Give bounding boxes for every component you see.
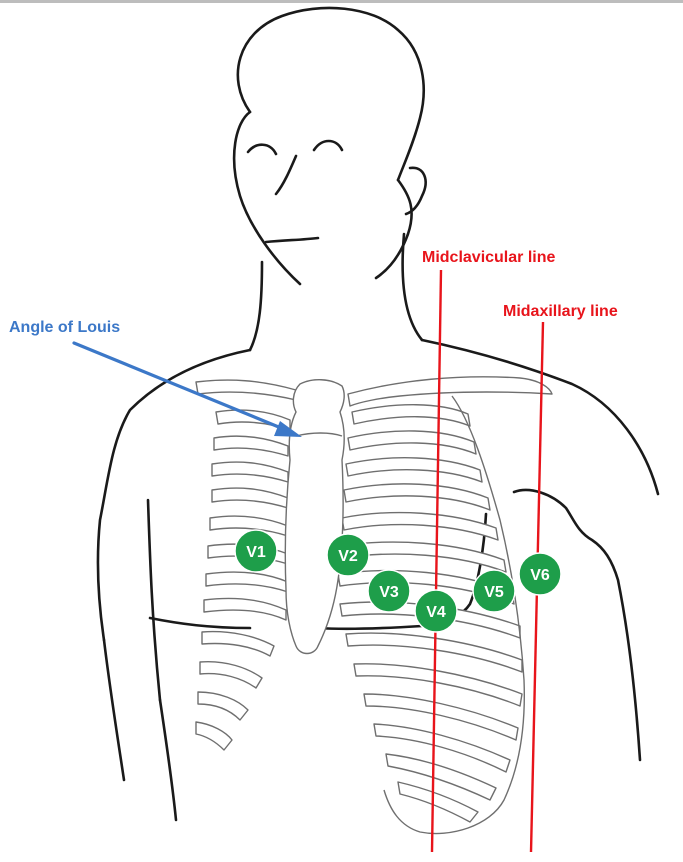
torso-left-lower [160,700,176,820]
clavicle-left [196,380,296,400]
head-cheek-left [234,112,300,284]
electrode-v1-label: V1 [246,544,266,561]
sternum [285,380,344,654]
electrode-v2: V2 [327,534,369,576]
rib-left-2 [214,436,288,456]
head-right-side [376,180,412,278]
electrode-v6: V6 [519,553,561,595]
neck-left [250,262,262,350]
electrode-v4: V4 [415,590,457,632]
mouth [266,238,318,242]
rib-left-10 [200,662,262,688]
electrode-v5: V5 [473,570,515,612]
midaxillary-line-label: Midaxillary line [503,303,618,320]
rib-right-1 [352,405,470,426]
electrode-v1: V1 [235,530,277,572]
rib-right-3 [346,458,482,482]
electrode-v2-label: V2 [338,548,358,565]
rib-right-2 [348,431,476,454]
electrode-v5-label: V5 [484,584,504,601]
arm-left-inner [148,500,160,700]
neck-right [403,234,422,340]
arm-left-outer [104,640,124,780]
chest-line-left [150,618,250,628]
rib-left-4 [212,488,288,508]
chest-line-mid [318,626,422,629]
rib-left-9 [202,632,274,656]
midclavicular-line-label: Midclavicular line [422,249,555,266]
electrode-v3-label: V3 [379,584,399,601]
nose [276,156,296,194]
electrode-v3: V3 [368,570,410,612]
rib-right-5 [342,513,498,540]
angle-of-louis-label: Angle of Louis [9,319,120,336]
eye-left [248,145,276,154]
rib-right-4 [344,484,490,510]
clavicle-right [348,377,552,406]
head-outline [238,8,424,180]
electrode-v4-label: V4 [426,604,446,621]
electrode-v6-label: V6 [530,567,550,584]
rib-left-11 [198,692,248,720]
rib-left-3 [212,462,288,482]
ear-right [406,168,426,214]
rib-left-7 [206,572,288,592]
eye-right [314,141,342,150]
rib-left-12 [196,722,232,750]
rib-left-8 [204,598,286,620]
